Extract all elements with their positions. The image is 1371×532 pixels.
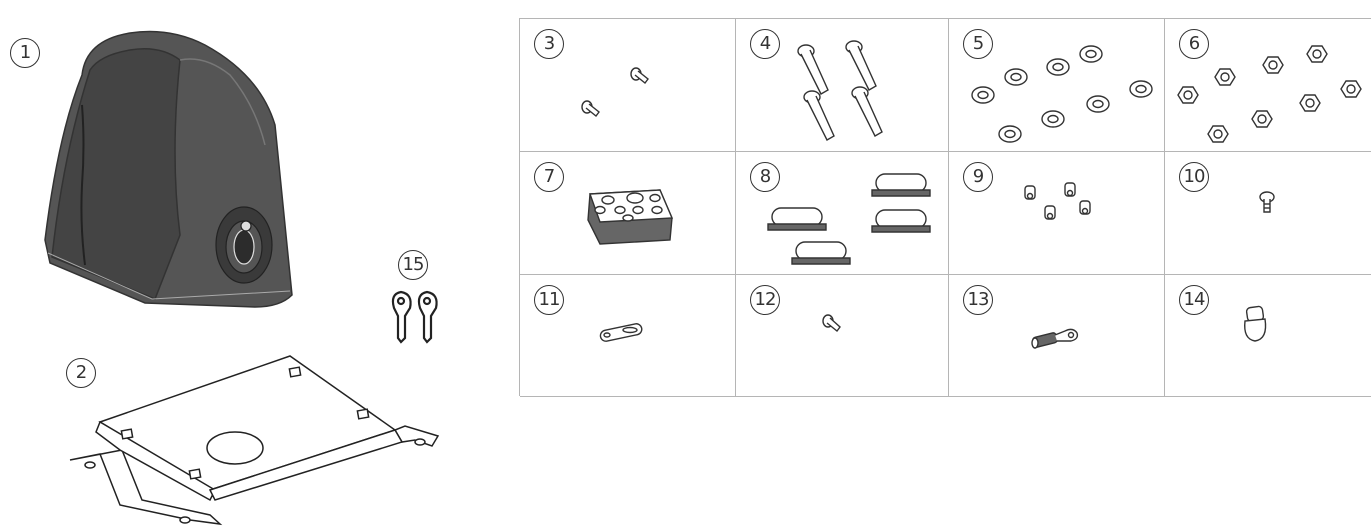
cell-part-3: 3 — [520, 19, 736, 152]
ring-terminal-icon — [949, 275, 1165, 397]
cell-part-7: 7 — [520, 152, 736, 275]
cell-part-13: 13 — [949, 275, 1165, 397]
parts-grid: 3 4 5 — [519, 18, 1371, 396]
cell-part-5: 5 — [949, 19, 1165, 152]
plug-icon — [1165, 275, 1371, 397]
cell-part-11: 11 — [520, 275, 736, 397]
screw-12-icon — [736, 275, 949, 397]
keys-icon — [386, 286, 446, 346]
cell-part-6: 6 — [1165, 19, 1371, 152]
cell-part-14: 14 — [1165, 275, 1371, 397]
hex-nuts-icon — [1165, 19, 1371, 152]
cable-clip-icon — [520, 275, 736, 397]
rubber-caps-icon — [736, 152, 949, 275]
screw-icon — [1165, 152, 1371, 275]
mounting-base-plate-illustration — [60, 350, 440, 530]
cell-part-4: 4 — [736, 19, 949, 152]
short-bolts-icon — [520, 19, 736, 152]
cell-part-10: 10 — [1165, 152, 1371, 275]
small-spacers-icon — [949, 152, 1165, 275]
cell-part-9: 9 — [949, 152, 1165, 275]
cell-part-8: 8 — [736, 152, 949, 275]
long-bolts-icon — [736, 19, 949, 152]
part-number-15: 15 — [398, 250, 428, 280]
cell-part-12: 12 — [736, 275, 949, 397]
cable-grommet-icon — [520, 152, 736, 275]
washers-icon — [949, 19, 1165, 152]
motor-housing-illustration — [30, 15, 360, 315]
